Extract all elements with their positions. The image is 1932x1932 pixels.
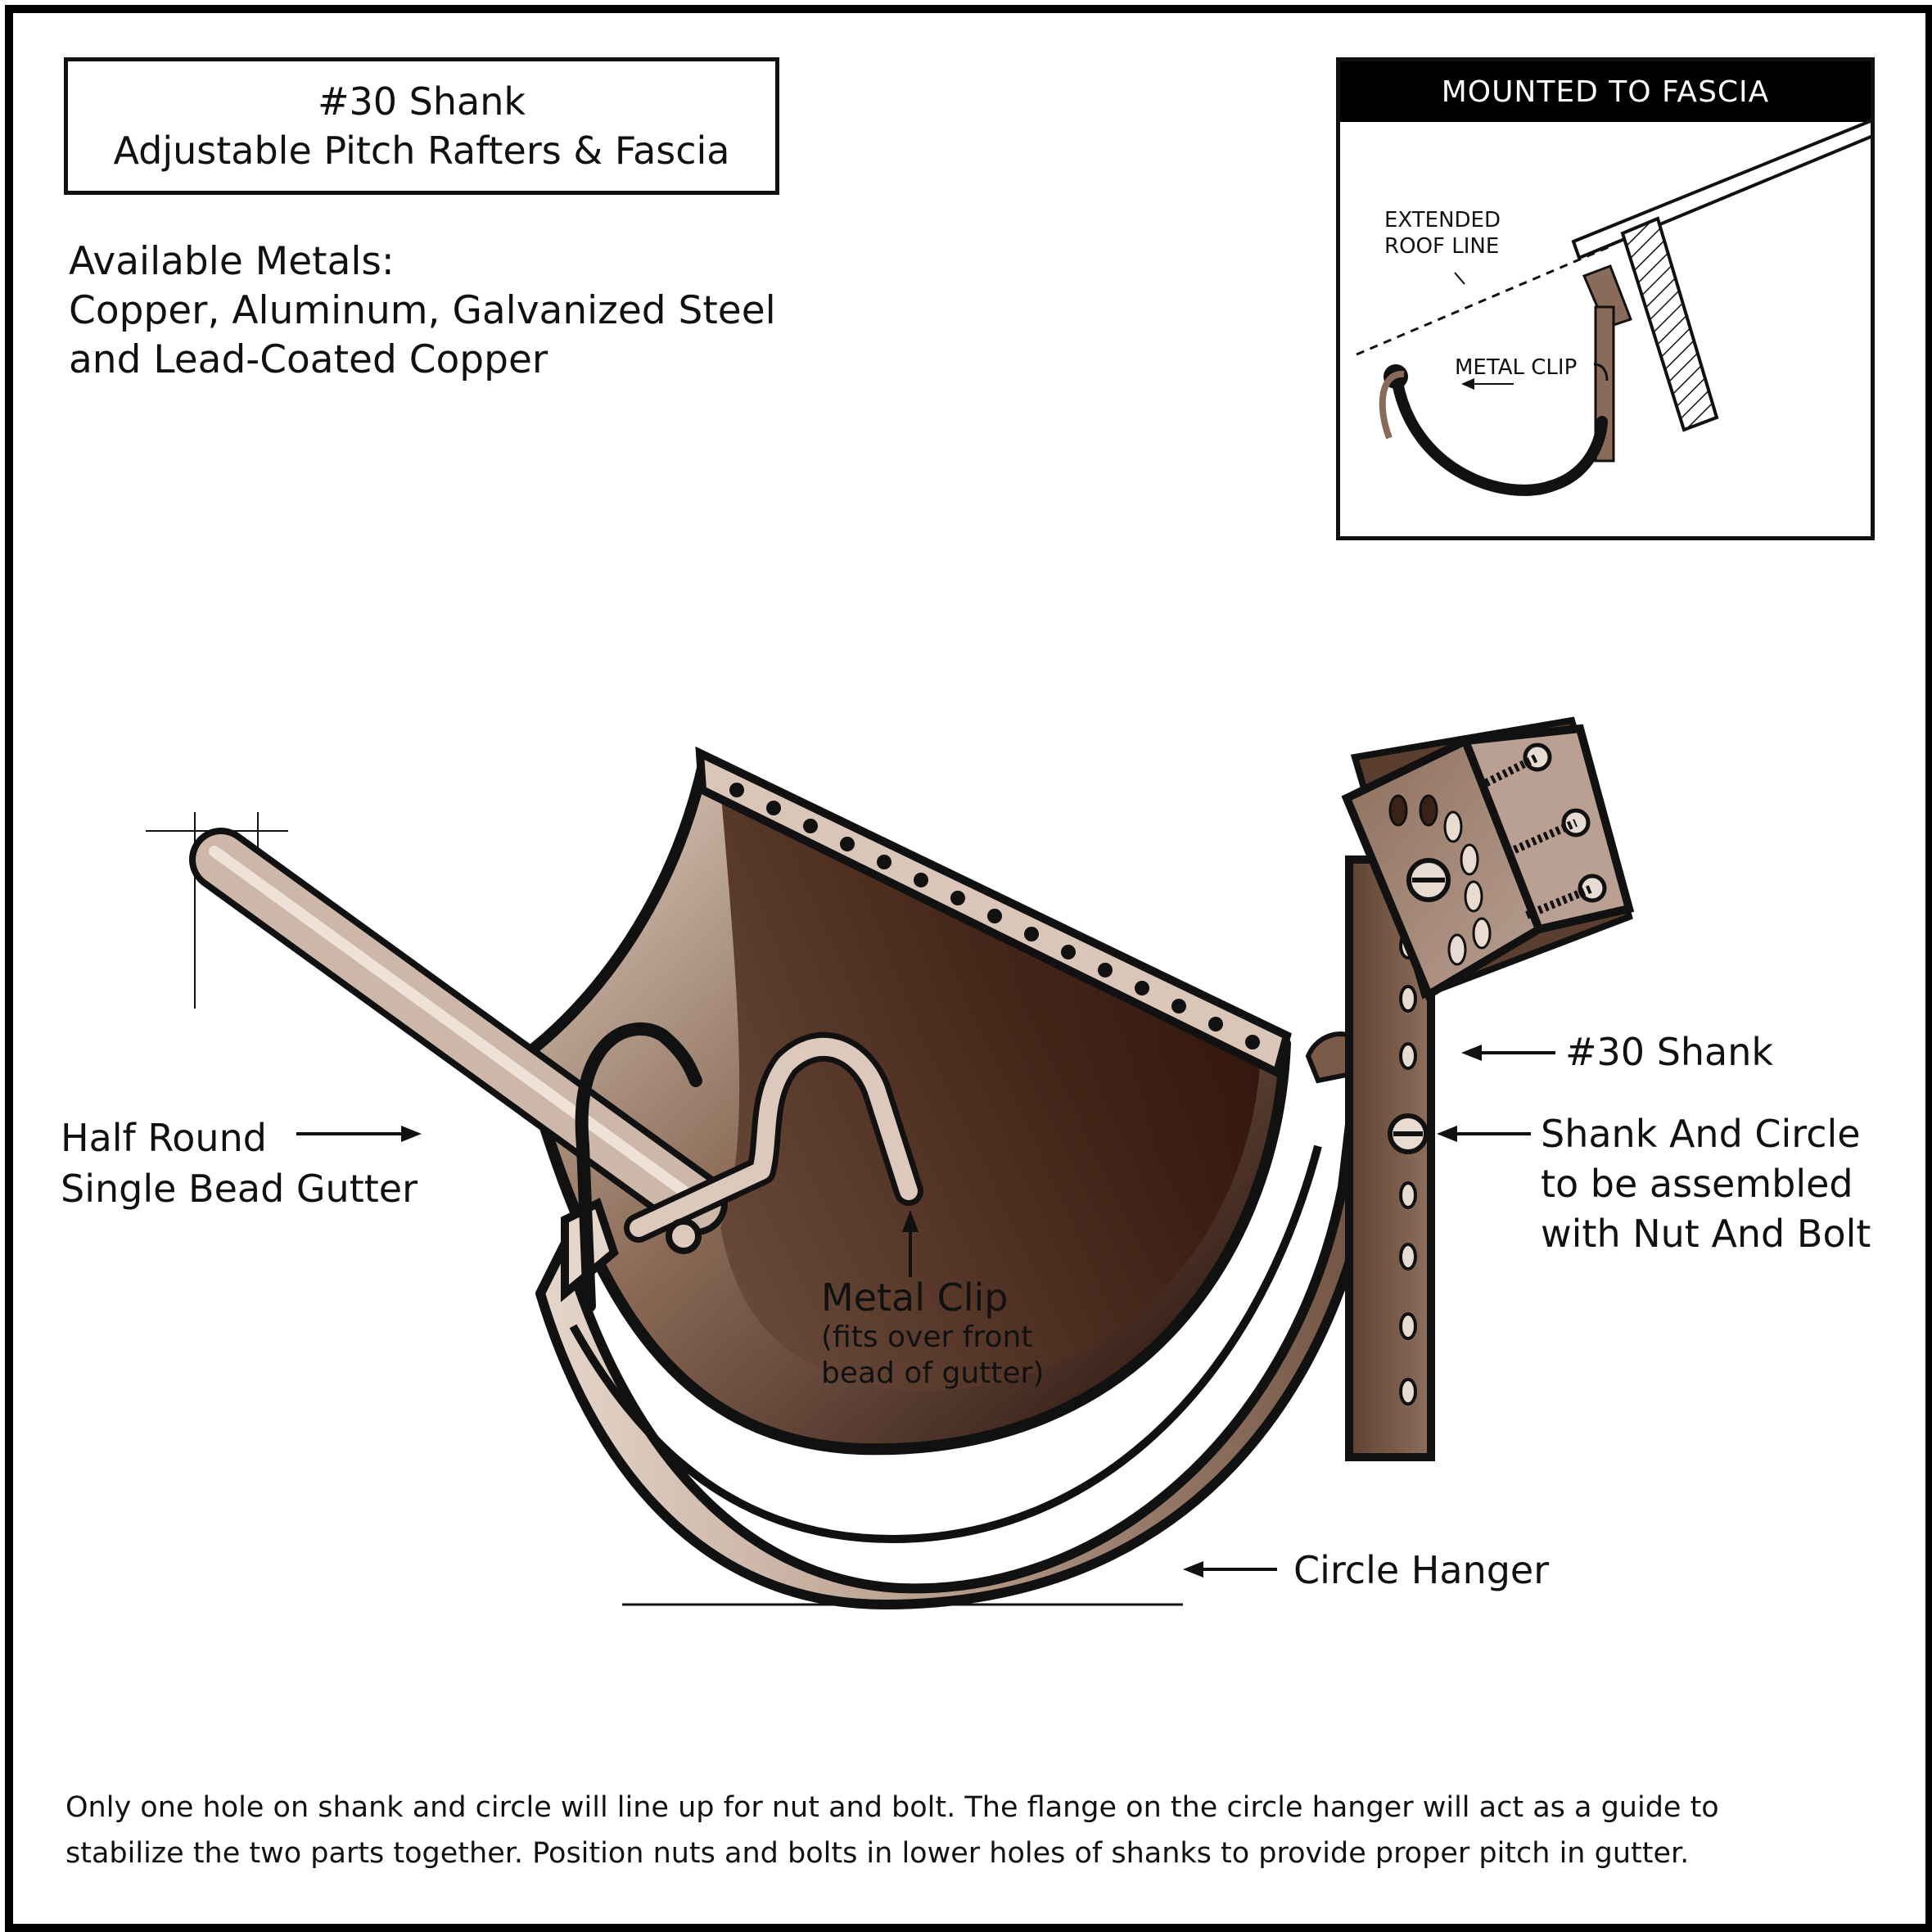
assembly-label-line-1: Shank And Circle <box>1541 1112 1861 1156</box>
inset-roofline-arrow <box>1454 272 1465 285</box>
inset-illustration <box>1356 119 1871 496</box>
metals-heading: Available Metals: <box>69 239 395 284</box>
extended-roof-line <box>1356 245 1611 356</box>
metal-clip-label: Metal Clip <box>821 1275 1009 1320</box>
inset-gutter <box>1392 377 1608 496</box>
roof-board <box>1571 119 1871 260</box>
footer-line-2: stabilize the two parts together. Positi… <box>65 1837 1690 1870</box>
title-box: #30 Shank Adjustable Pitch Rafters & Fas… <box>64 57 779 195</box>
metals-list-1: Copper, Aluminum, Galvanized Steel <box>69 288 776 333</box>
shank-label: #30 Shank <box>1565 1030 1774 1074</box>
assembly-label-line-2: to be assembled <box>1541 1162 1853 1206</box>
inset-metal-clip <box>1379 371 1405 440</box>
rafter-hatched <box>1620 216 1719 432</box>
inset-roofline-label-1: EXTENDED <box>1384 208 1501 232</box>
inset-clip-label: METAL CLIP <box>1455 355 1578 380</box>
title-line-1: #30 Shank <box>317 79 526 124</box>
inset-roofline-label-2: ROOF LINE <box>1384 234 1500 259</box>
footer-line-1: Only one hole on shank and circle will l… <box>65 1791 1719 1824</box>
circle-hanger-label: Circle Hanger <box>1293 1548 1550 1592</box>
assembly-label-line-3: with Nut And Bolt <box>1541 1212 1871 1256</box>
gutter-label-line-2: Single Bead Gutter <box>61 1167 418 1211</box>
footer-note: Only one hole on shank and circle will l… <box>65 1785 1883 1876</box>
inset-header: MOUNTED TO FASCIA <box>1340 61 1871 122</box>
diagram-frame <box>5 5 1932 1932</box>
metals-list-2: and Lead-Coated Copper <box>69 337 548 382</box>
metal-clip-note-1: (fits over front <box>821 1320 1033 1354</box>
available-metals: Available Metals: Copper, Aluminum, Galv… <box>69 237 776 385</box>
gutter-label-line-1: Half Round <box>61 1116 267 1160</box>
metal-clip-note-2: bead of gutter) <box>821 1356 1045 1390</box>
title-line-2: Adjustable Pitch Rafters & Fascia <box>113 129 730 173</box>
mounted-to-fascia-inset: MOUNTED TO FASCIA EXTENDED ROOF LINE MET… <box>1336 57 1875 540</box>
